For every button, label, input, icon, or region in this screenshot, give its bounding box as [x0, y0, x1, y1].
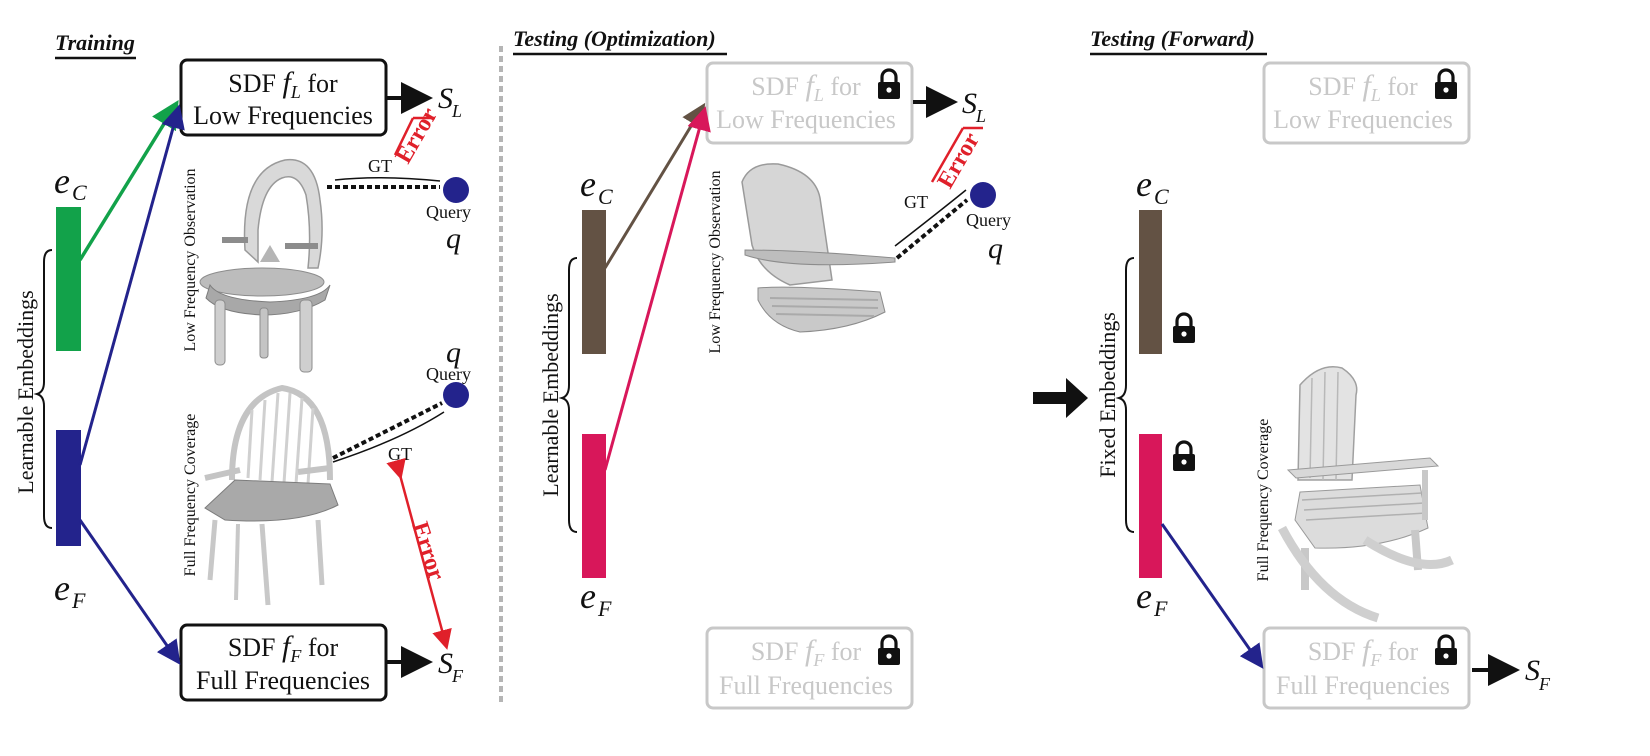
svg-text:Testing (Optimization): Testing (Optimization) [513, 26, 716, 51]
svg-text:Low Frequencies: Low Frequencies [193, 101, 373, 130]
svg-text:SDF fF for: SDF fF for [228, 630, 339, 666]
error-optimization: Error [930, 126, 985, 193]
svg-text:e: e [580, 576, 596, 616]
low-freq-chair-optimization [741, 163, 896, 333]
brace-forward [1115, 257, 1135, 533]
query-lower-training: q Query GT [332, 336, 471, 464]
svg-text:SDF fF for: SDF fF for [751, 634, 862, 670]
low-freq-obs-label-optimization: Low Frequency Observation [707, 170, 724, 353]
sdf-full-box-forward: SDF fF for Full Frequencies [1262, 626, 1471, 710]
svg-text:e: e [1136, 576, 1152, 616]
svg-text:Error: Error [933, 128, 985, 193]
svg-text:L: L [451, 101, 462, 121]
section-title-training: Training [55, 30, 136, 60]
error-lower-training: Error [386, 457, 452, 650]
svg-text:S: S [438, 647, 453, 680]
output-sl-training: S L [438, 82, 462, 121]
low-freq-obs-label-training: Low Frequency Observation [182, 168, 199, 351]
svg-text:GT: GT [388, 444, 412, 464]
svg-text:SDF fL for: SDF fL for [1308, 69, 1418, 105]
brace-optimization [558, 257, 578, 533]
embedding-ef-bar-optimization [582, 434, 606, 578]
embedding-ec-label-forward: e C [1136, 164, 1169, 209]
svg-text:C: C [1154, 184, 1169, 209]
svg-text:Full Frequencies: Full Frequencies [1276, 671, 1450, 700]
embedding-ec-bar-forward [1139, 210, 1162, 354]
transition-arrow [1033, 378, 1088, 418]
svg-text:e: e [1136, 164, 1152, 204]
svg-text:Full Frequencies: Full Frequencies [196, 666, 370, 695]
embedding-ef-bar-training [56, 430, 81, 546]
svg-text:SDF fF for: SDF fF for [1308, 634, 1419, 670]
sdf-low-box-optimization: SDF fL for Low Frequencies [705, 61, 914, 145]
svg-text:F: F [1153, 596, 1168, 621]
lock-icon [1171, 440, 1197, 473]
rocking-chair-forward [1278, 366, 1454, 623]
output-sl-optimization: S L [962, 87, 986, 126]
svg-text:F: F [1538, 674, 1551, 694]
query-upper-training: GT Query q [327, 156, 471, 255]
learnable-embeddings-label-optimization: Learnable Embeddings [538, 293, 563, 496]
learnable-embeddings-label-training: Learnable Embeddings [13, 290, 38, 493]
svg-text:q: q [446, 222, 461, 255]
svg-text:SDF fL for: SDF fL for [751, 69, 861, 105]
low-freq-chair-training [199, 158, 331, 373]
full-freq-cov-label-training: Full Frequency Coverage [182, 414, 199, 577]
svg-text:e: e [54, 161, 70, 201]
svg-text:SDF fL for: SDF fL for [228, 66, 338, 102]
output-sf-training: S F [438, 647, 464, 686]
svg-text:Query: Query [426, 364, 471, 384]
svg-text:S: S [1525, 654, 1540, 687]
embedding-ef-bar-forward [1139, 434, 1162, 578]
svg-text:Error: Error [406, 519, 449, 584]
svg-text:F: F [71, 588, 86, 613]
svg-text:Training: Training [55, 30, 135, 55]
sdf-full-box-optimization: SDF fF for Full Frequencies [705, 626, 914, 710]
embedding-ec-bar-optimization [582, 210, 606, 354]
embedding-ec-bar-training [56, 207, 81, 351]
svg-text:L: L [975, 106, 986, 126]
svg-text:Testing (Forward): Testing (Forward) [1090, 26, 1255, 51]
full-freq-chair-training [204, 384, 339, 606]
sdf-low-box-forward: SDF fL for Low Frequencies [1262, 61, 1471, 145]
svg-text:S: S [438, 82, 453, 115]
sdf-full-box-training: SDF fF for Full Frequencies [179, 623, 388, 702]
full-freq-cov-label-forward: Full Frequency Coverage [1255, 419, 1272, 582]
svg-text:F: F [451, 666, 464, 686]
svg-text:GT: GT [904, 192, 928, 212]
brace-training [33, 249, 53, 529]
svg-text:Error: Error [391, 103, 443, 168]
embedding-ec-label-training: e C [54, 161, 87, 205]
output-sf-forward: S F [1525, 654, 1551, 694]
query-optimization: GT Query q [894, 182, 1011, 265]
svg-text:S: S [962, 87, 977, 120]
svg-text:e: e [580, 164, 596, 204]
svg-text:Query: Query [966, 210, 1011, 230]
svg-text:q: q [988, 232, 1003, 265]
svg-text:q: q [446, 336, 461, 369]
svg-text:C: C [72, 180, 87, 205]
svg-text:Low Frequencies: Low Frequencies [716, 105, 896, 134]
section-title-testing-optimization: Testing (Optimization) [513, 26, 727, 56]
embedding-ef-label-training: e F [54, 568, 86, 613]
embedding-ec-label-optimization: e C [580, 164, 613, 209]
embedding-ef-label-forward: e F [1136, 576, 1168, 621]
svg-text:Query: Query [426, 202, 471, 222]
error-upper-training: Error [391, 103, 443, 168]
section-title-testing-forward: Testing (Forward) [1090, 26, 1267, 56]
svg-text:Full Frequencies: Full Frequencies [719, 671, 893, 700]
svg-text:e: e [54, 568, 70, 608]
svg-text:GT: GT [368, 156, 392, 176]
svg-text:Low Frequencies: Low Frequencies [1273, 105, 1453, 134]
fixed-embeddings-label-forward: Fixed Embeddings [1095, 312, 1120, 478]
sdf-low-box-training: SDF fL for Low Frequencies [179, 58, 388, 137]
embedding-ef-label-optimization: e F [580, 576, 612, 621]
svg-text:F: F [597, 596, 612, 621]
lock-icon [1171, 312, 1197, 345]
svg-text:C: C [598, 184, 613, 209]
